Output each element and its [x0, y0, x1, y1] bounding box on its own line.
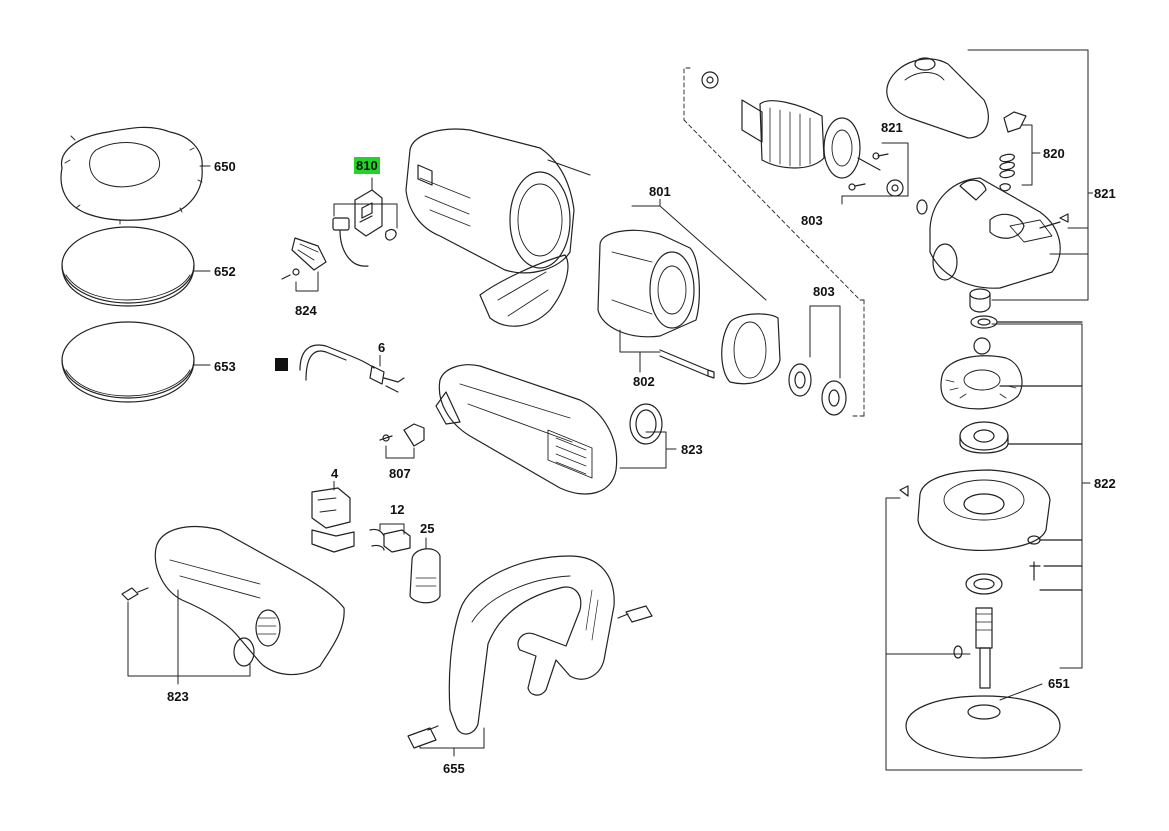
air-guide-ring: [721, 313, 781, 385]
part-label-6: 6: [377, 340, 387, 355]
electronic-module-810: [332, 177, 398, 267]
part-label-823-handle: 823: [680, 442, 704, 457]
part-label-823-rear: 823: [166, 689, 190, 704]
power-cable-6: [299, 344, 405, 393]
part-label-803-bearings: 803: [812, 284, 836, 299]
switch-4: [311, 479, 355, 553]
carbon-brushes-12: [369, 523, 411, 553]
wool-bonnet-650: [60, 126, 203, 225]
part-label-12: 12: [389, 502, 406, 517]
cover-plate-824: [281, 237, 327, 292]
cover-cap-821: [886, 57, 989, 139]
rear-handle-823: [121, 525, 345, 685]
foam-pad-653: [61, 321, 195, 403]
foam-pad-652: [61, 226, 195, 307]
bearings-803-rear: [788, 305, 847, 416]
bearing-flange: [885, 469, 1083, 771]
spindle-651: [885, 573, 1061, 759]
part-label-650: 650: [213, 159, 237, 174]
clip-807: [379, 423, 425, 459]
gear-head-housing: [929, 177, 1069, 289]
d-handle-655: [407, 555, 653, 757]
part-label-655: 655: [442, 761, 466, 776]
field-stator-802: [597, 229, 715, 379]
armature-803: [701, 71, 928, 215]
gear-stack-822: [940, 288, 1083, 454]
part-label-803-armature: 803: [800, 213, 824, 228]
part-label-25: 25: [419, 521, 436, 536]
part-label-652: 652: [213, 264, 237, 279]
part-label-810-highlighted: 810: [354, 157, 380, 174]
part-label-822: 822: [1093, 476, 1117, 491]
part-label-651: 651: [1047, 676, 1071, 691]
spring-lock-820: [999, 111, 1041, 192]
part-label-802: 802: [632, 374, 656, 389]
part-label-820: 820: [1042, 146, 1066, 161]
part-label-824: 824: [294, 303, 318, 318]
leader-lines-pads: [192, 165, 211, 366]
cable-end-marker-icon: [275, 358, 288, 371]
part-label-821-right: 821: [1093, 186, 1117, 201]
part-label-4: 4: [330, 466, 340, 481]
assembly-frame-dashed: [683, 67, 865, 417]
part-label-821-top: 821: [880, 120, 904, 135]
part-label-653: 653: [213, 359, 237, 374]
handle-housing: [435, 364, 677, 495]
frame-line-821-822: [967, 49, 1097, 669]
motor-housing-801: [405, 128, 767, 327]
brush-holder-25: [409, 537, 441, 604]
part-label-801: 801: [648, 184, 672, 199]
part-label-807: 807: [388, 466, 412, 481]
